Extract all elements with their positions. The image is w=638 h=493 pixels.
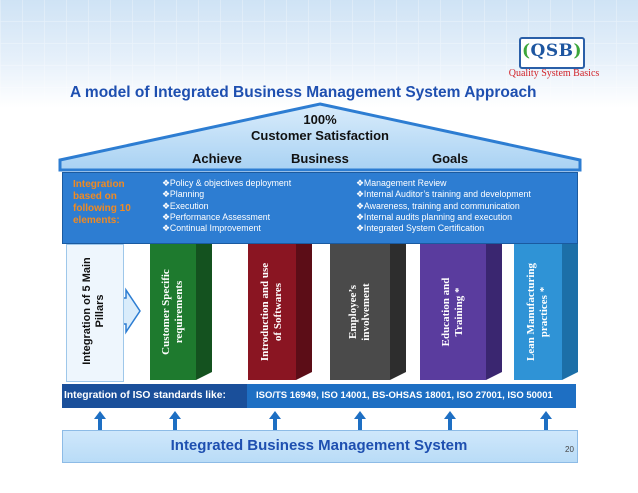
- pillar-label-employee: Employee’s involvement: [347, 244, 373, 380]
- up-arrow-icon: [444, 411, 456, 430]
- pillar-line: Customer Specific: [160, 269, 172, 355]
- pillar-side-4: [486, 236, 502, 380]
- roof-goals: Goals: [432, 151, 469, 166]
- pillar-sides: [196, 236, 578, 380]
- pillar-label-education: Education and Training *: [440, 244, 466, 380]
- elements-band: [62, 172, 578, 244]
- up-arrow-icon: [540, 411, 552, 430]
- roof: [58, 102, 582, 172]
- roof-achieve: Achieve: [192, 151, 242, 166]
- element-item: ❖Policy & objectives deployment: [162, 178, 292, 188]
- logo-frame: [519, 37, 585, 69]
- element-item: ❖Management Review: [356, 178, 447, 188]
- logo-text: QSB: [530, 41, 574, 61]
- logo-close-paren: ): [573, 41, 583, 61]
- element-item: ❖Internal audits planning and execution: [356, 211, 513, 222]
- pillar-line: requirements: [173, 280, 185, 344]
- roof-percent: 100%: [303, 112, 337, 127]
- pillar-education: [420, 244, 486, 380]
- logo-subtitle: Quality System Basics: [508, 68, 600, 79]
- pillars-label-box: [66, 244, 124, 382]
- element-item: ❖Awareness, training and communication: [356, 200, 520, 211]
- element-item: ❖Performance Assessment: [162, 211, 271, 222]
- support-arrows: [94, 411, 552, 430]
- pillar-employee: [330, 244, 390, 380]
- up-arrow-icon: [94, 411, 106, 430]
- element-item: ❖Integrated System Certification: [356, 223, 485, 234]
- pillar-line: Lean Manufacturing: [525, 262, 537, 362]
- logo: (QSB): [519, 41, 585, 61]
- up-arrow-icon: [269, 411, 281, 430]
- pillar-bodies: [150, 244, 562, 380]
- pillars-label: Integration of 5 Main Pillars: [81, 257, 106, 365]
- pillar-label-lean: Lean Manufacturing practices *: [525, 244, 551, 380]
- up-arrow-icon: [354, 411, 366, 430]
- pillar-line: of Softwares: [272, 282, 284, 342]
- pillar-line: involvement: [360, 283, 372, 341]
- pillar-softwares: [248, 244, 296, 380]
- pillar-side-3: [390, 236, 406, 380]
- page-title: A model of Integrated Business Managemen…: [70, 84, 537, 101]
- pillar-line: Introduction and use: [259, 262, 271, 362]
- pillar-line: Education and: [440, 277, 452, 347]
- pillar-side-5: [562, 236, 578, 380]
- pillar-lean: [514, 244, 562, 380]
- iso-standards: ISO/TS 16949, ISO 14001, BS-OHSAS 18001,…: [256, 390, 553, 401]
- band-label: Integration based on following 10 elemen…: [73, 179, 131, 226]
- pillar-line: Employee’s: [347, 285, 359, 339]
- elements-list-right: ❖Management Review ❖Internal Auditor’s t…: [356, 178, 531, 234]
- elements-list-left: ❖Policy & objectives deployment ❖Plannin…: [162, 178, 291, 234]
- foundation-label: Integrated Business Management System: [170, 437, 468, 454]
- roof-business: Business: [291, 151, 349, 166]
- logo-open-paren: (: [521, 41, 531, 61]
- up-arrow-icon: [169, 411, 181, 430]
- pillar-side-1: [196, 236, 212, 380]
- element-item: ❖Execution: [162, 200, 209, 211]
- element-item: ❖Continual Improvement: [162, 223, 261, 234]
- element-item: ❖Internal Auditor’s training and develop…: [356, 189, 531, 200]
- pillar-side-2: [296, 236, 312, 380]
- pillar-line: practices *: [538, 286, 550, 338]
- page-number: 20: [565, 445, 574, 454]
- pillar-line: Training *: [453, 287, 465, 337]
- iso-label: Integration of ISO standards like:: [64, 390, 226, 401]
- pillar-label-softwares: Introduction and use of Softwares: [259, 244, 285, 380]
- pillar-customer-specific: [150, 244, 196, 380]
- roof-customer-satisfaction: Customer Satisfaction: [251, 128, 389, 143]
- iso-label-box: [62, 384, 247, 408]
- pillar-label-customer: Customer Specific requirements: [160, 244, 186, 380]
- element-item: ❖Planning: [162, 189, 205, 200]
- foundation-box: [62, 430, 578, 463]
